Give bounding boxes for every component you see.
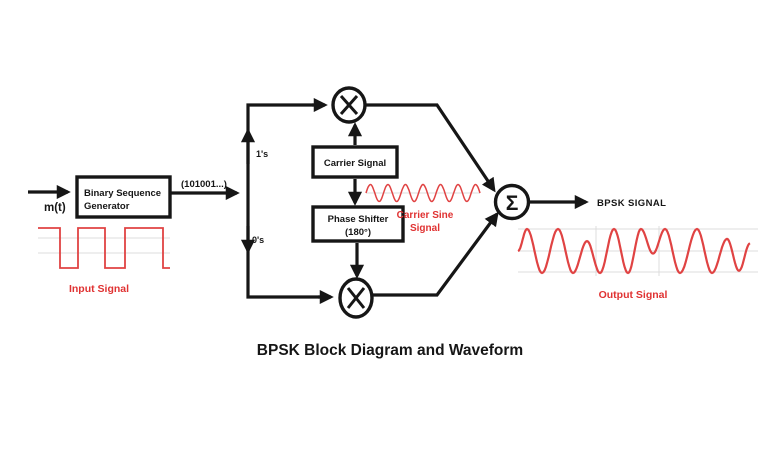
phase-shifter-box — [311, 205, 405, 243]
connectors — [28, 97, 589, 305]
phase-shifter-label-line1: Phase Shifter — [328, 214, 389, 225]
multiply-icon — [339, 95, 359, 115]
output-waveform — [517, 227, 751, 275]
bottom-multiplier-to-summer — [372, 211, 499, 297]
input-signal-caption: Input Signal — [69, 283, 129, 295]
bottom-multiplier — [338, 277, 374, 319]
sigma-icon: Σ — [506, 192, 519, 215]
input-waveform — [38, 227, 170, 269]
bpsk-signal-label: BPSK SIGNAL — [597, 198, 666, 209]
binary-sequence-generator-box — [75, 175, 172, 219]
carrier-signal-box — [311, 145, 399, 179]
top-multiplier — [331, 86, 367, 124]
mt-label: m(t) — [44, 202, 66, 214]
carrier-sine-caption-line2: Signal — [410, 223, 440, 234]
ones-label: 1's — [256, 149, 268, 159]
carrier-sine-caption-line1: Carrier Sine — [397, 210, 454, 221]
zeros-label: 0's — [252, 235, 264, 245]
top-multiplier-to-summer — [365, 103, 496, 193]
input-waveform-grid — [38, 237, 170, 254]
diagram-title: BPSK Block Diagram and Waveform — [257, 342, 523, 359]
multiply-icon — [346, 287, 366, 309]
branch-rails — [246, 103, 326, 299]
bsg-label-line1: Binary Sequence — [84, 188, 161, 199]
summer-node: Σ — [493, 183, 531, 221]
output-signal-caption: Output Signal — [599, 289, 668, 301]
carrier-signal-label: Carrier Signal — [324, 158, 386, 169]
carrier-waveform — [365, 183, 481, 203]
bsg-label-line2: Generator — [84, 201, 130, 212]
sequence-label: (101001...) — [181, 179, 227, 190]
phase-shifter-label-line2: (180°) — [345, 227, 371, 238]
